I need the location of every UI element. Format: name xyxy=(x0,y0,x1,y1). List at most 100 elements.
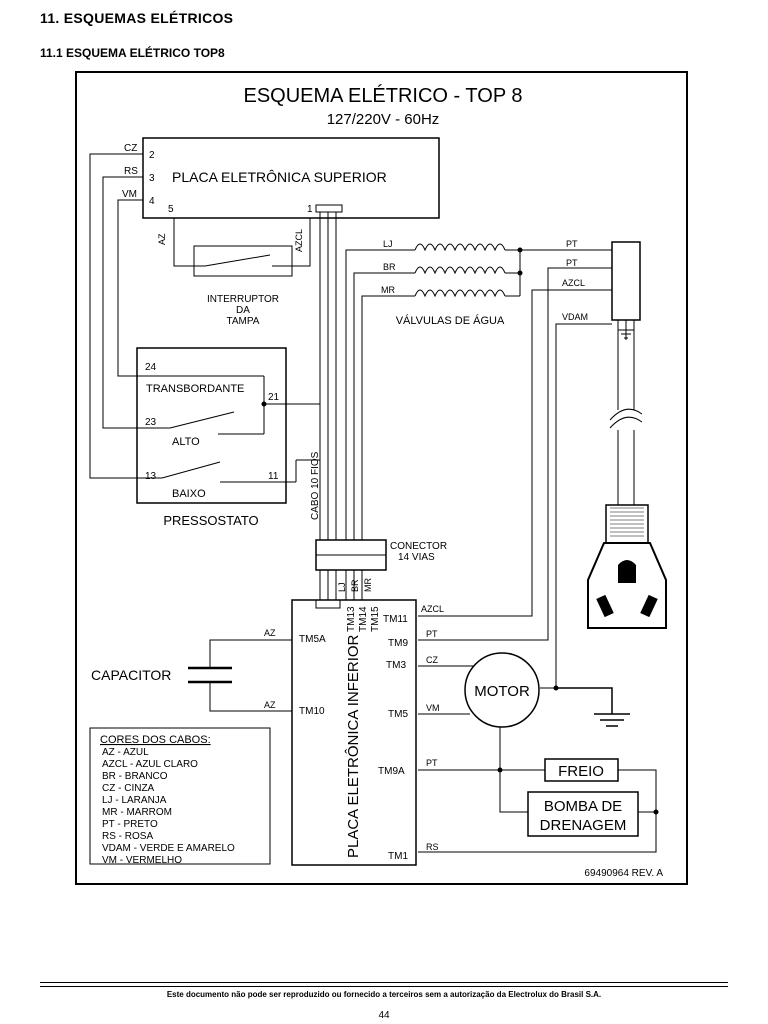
pump-box xyxy=(527,791,639,837)
pressostat-pin-21: 21 xyxy=(268,392,280,403)
valve-node-1 xyxy=(517,247,523,253)
pressostat-pin-24: 24 xyxy=(145,362,157,373)
pressostat-pin-23: 23 xyxy=(145,417,157,428)
ground-symbol xyxy=(556,687,630,727)
wire-label-br: BR xyxy=(383,262,396,272)
legend-item: BR - BRANCO xyxy=(102,771,168,782)
footer-rule-thin xyxy=(40,986,728,987)
subsection-heading: 11.1 ESQUEMA ELÉTRICO TOP8 xyxy=(40,46,225,60)
wire-label-azcl-block: AZCL xyxy=(562,278,585,288)
wire-label-lj: LJ xyxy=(383,239,393,249)
legend-item: CZ - CINZA xyxy=(102,783,155,794)
terminal-tm14: TM14 xyxy=(358,606,369,632)
footer-rule xyxy=(40,982,728,983)
connector-wire-mr: MR xyxy=(363,578,373,592)
terminal-tm15: TM15 xyxy=(370,606,381,632)
wire-label-vdam: VDAM xyxy=(562,312,588,322)
brake-box xyxy=(544,758,619,782)
ten-wire-cable xyxy=(319,212,337,540)
lid-switch-label-3: TAMPA xyxy=(227,316,260,327)
plug-pin-left xyxy=(596,594,614,618)
wire-label-mr: MR xyxy=(381,285,395,295)
pressostat-level-overflow: TRANSBORDANTE xyxy=(146,383,244,395)
plug-face xyxy=(587,542,667,629)
legend-title: CORES DOS CABOS: xyxy=(100,734,211,746)
pressostat-contacts xyxy=(137,375,320,483)
terminal-tm11: TM11 xyxy=(383,614,408,625)
legend-box xyxy=(89,727,271,865)
wire-label-rs-tm1: RS xyxy=(426,842,439,852)
pressostat-node xyxy=(261,401,267,407)
legend-item: MR - MARROM xyxy=(102,807,172,818)
plug-ground-pin xyxy=(618,560,636,583)
pump-label-1: BOMBA DE xyxy=(544,798,622,815)
pressostat-level-high: ALTO xyxy=(172,436,200,448)
lower-board xyxy=(291,599,417,866)
wire-label-vm: VM xyxy=(122,189,137,200)
lid-switch-label-2: DA xyxy=(236,305,250,316)
lower-connector xyxy=(315,599,341,609)
plug-texture xyxy=(610,507,644,537)
capacitor-wires xyxy=(209,639,292,712)
pressostat-label: PRESSOSTATO xyxy=(163,513,258,528)
wire-label-azcl-lid: AZCL xyxy=(294,229,304,252)
legend-item: VDAM - VERDE E AMARELO xyxy=(102,843,235,854)
upper-left-wires xyxy=(89,153,143,479)
terminal-tm9a: TM9A xyxy=(378,766,405,777)
connector-wire-br: BR xyxy=(350,579,360,592)
brake-node xyxy=(497,767,503,773)
cable-label: CABO 10 FIOS xyxy=(310,451,321,520)
connector-to-board-wires xyxy=(319,570,363,600)
lid-switch-box xyxy=(193,245,293,277)
pump-node xyxy=(653,809,659,815)
terminal-tm9: TM9 xyxy=(388,638,408,649)
terminal-tm5a: TM5A xyxy=(299,634,326,645)
drawing-reference: 69490964 REV. A xyxy=(584,868,663,879)
terminal-tm10: TM10 xyxy=(299,706,325,717)
upper-pin-5: 5 xyxy=(168,204,174,215)
wire-label-rs: RS xyxy=(124,166,138,177)
wire-label-vm-tm5: VM xyxy=(426,703,440,713)
upper-pin-2: 2 xyxy=(149,150,155,161)
valve-wires xyxy=(345,243,612,540)
terminal-block xyxy=(611,241,641,321)
wire-label-pt-1: PT xyxy=(566,239,578,249)
connector-wire-lj: LJ xyxy=(337,582,347,592)
lower-board-label: PLACA ELETRÔNICA INFERIOR xyxy=(345,634,362,858)
upper-pin-3: 3 xyxy=(149,173,155,184)
upper-pin-4: 4 xyxy=(149,196,155,207)
wire-label-pt-2: PT xyxy=(566,258,578,268)
upper-board xyxy=(142,137,440,219)
pressostat-level-low: BAIXO xyxy=(172,488,206,500)
wire-label-pt-tm9a: PT xyxy=(426,758,438,768)
lid-switch-label-1: INTERRUPTOR xyxy=(207,294,279,305)
pressostat-pin-11: 11 xyxy=(268,471,279,482)
wire-label-az-tm5a: AZ xyxy=(264,628,276,638)
capacitor-label: CAPACITOR xyxy=(91,667,171,683)
wire-label-azcl-tm11: AZCL xyxy=(421,604,444,614)
legend-item: RS - ROSA xyxy=(102,831,153,842)
diagram-title: ESQUEMA ELÉTRICO - TOP 8 xyxy=(244,84,523,107)
motor-label: MOTOR xyxy=(474,683,530,700)
pressostat-box xyxy=(136,347,287,504)
legend-item: VM - VERMELHO xyxy=(102,855,182,866)
upper-board-label: PLACA ELETRÔNICA SUPERIOR xyxy=(172,169,387,185)
legend-item: PT - PRETO xyxy=(102,819,158,830)
brake-label: FREIO xyxy=(558,763,604,780)
wire-label-az-tm10: AZ xyxy=(264,700,276,710)
pump-label-2: DRENAGEM xyxy=(540,817,627,834)
wire-label-az-lid: AZ xyxy=(157,233,167,245)
legend-item: AZ - AZUL xyxy=(102,747,149,758)
terminal-tm3: TM3 xyxy=(386,660,406,671)
terminal-tm1: TM1 xyxy=(388,851,408,862)
valves-label: VÁLVULAS DE ÁGUA xyxy=(396,314,505,327)
plug-pin-right xyxy=(640,594,658,618)
terminal-tm13: TM13 xyxy=(346,606,357,632)
terminal-tm5: TM5 xyxy=(388,709,408,720)
footer-notice: Este documento não pode ser reproduzido … xyxy=(166,990,602,999)
upper-pin-1: 1 xyxy=(307,204,313,215)
section-heading: 11. ESQUEMAS ELÉTRICOS xyxy=(40,10,234,26)
power-wires xyxy=(418,267,643,689)
diagram-frame xyxy=(75,71,688,885)
valve-node-2 xyxy=(517,270,523,276)
